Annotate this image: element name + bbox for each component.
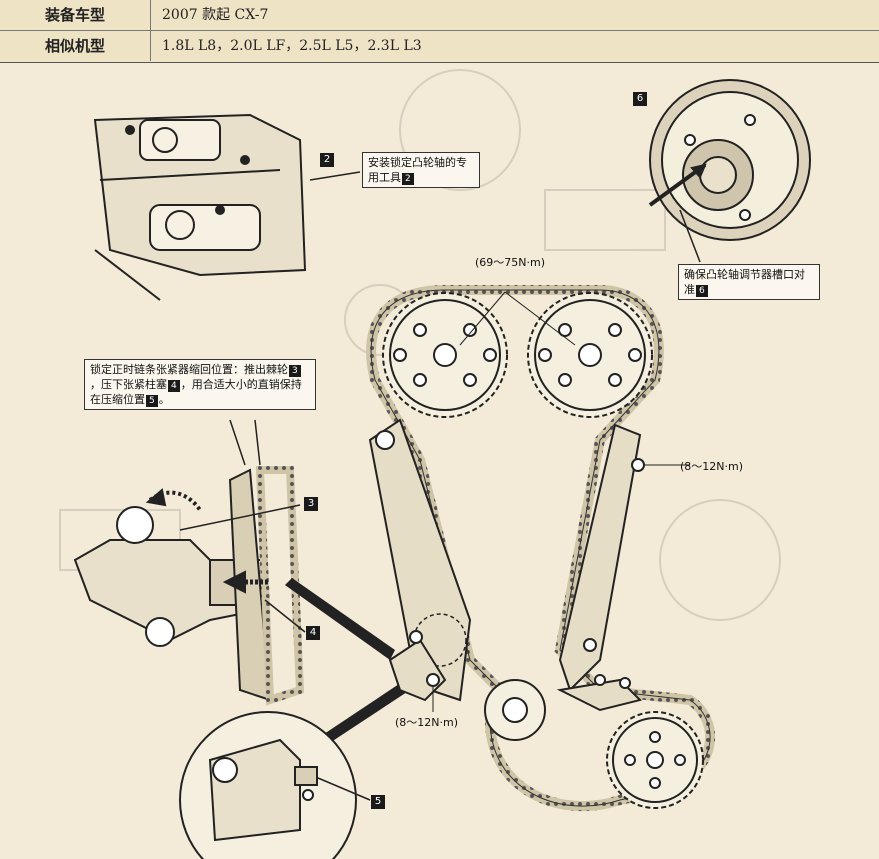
callout-number-4: 4 <box>306 626 320 640</box>
header-table: 装备车型 2007 款起 CX-7 相似机型 1.8L L8，2.0L LF，2… <box>0 0 879 63</box>
cam-sprocket-left <box>382 292 508 418</box>
torque-leader-sprocket-2 <box>504 291 576 346</box>
leader-line-top <box>229 419 246 466</box>
pointer-arrow-upper <box>285 578 395 660</box>
bolt-guide-left <box>426 673 440 687</box>
leader-line-top2 <box>254 419 261 466</box>
callout-tensioner-text-1: 锁定正时链条张紧器缩回位置：推出棘轮 <box>90 363 288 376</box>
bolt-guide-left-upper <box>409 630 423 644</box>
camshaft-adjuster-illustration <box>648 79 811 263</box>
callout-number-5: 5 <box>371 795 385 809</box>
model-label: 装备车型 <box>0 0 151 30</box>
callout-tensioner-text-4: 。 <box>158 393 170 406</box>
torque-left-guide: (8～12N·m) <box>395 716 459 729</box>
callout-adjuster-slot-badge: 6 <box>696 285 708 297</box>
timing-chain <box>366 285 715 812</box>
model-row: 装备车型 2007 款起 CX-7 <box>0 0 879 31</box>
torque-sprocket: (69～75N·m) <box>475 256 546 269</box>
engine-label: 相似机型 <box>0 31 151 61</box>
engine-value: 1.8L L8，2.0L LF，2.5L L5，2.3L L3 <box>162 38 422 54</box>
pointer-arrow-lower <box>315 680 410 748</box>
callout-tensioner-badge-3: 3 <box>289 365 301 377</box>
callout-tensioner-badge-4: 4 <box>168 380 180 392</box>
callout-number-3: 3 <box>304 497 318 511</box>
callout-number-2: 2 <box>320 153 334 167</box>
camshaft-tool-illustration <box>93 113 307 301</box>
chain-guides <box>368 418 645 712</box>
callout-camshaft-tool-text: 安装锁定凸轮轴的专用工具 <box>368 156 467 184</box>
callout-adjuster-slot-text: 确保凸轮轴调节器槽口对准 <box>684 268 805 296</box>
detail-highlight <box>413 613 467 667</box>
tensioner-pin-detail <box>179 711 357 859</box>
leader-line-3 <box>179 504 301 531</box>
crank-sprocket <box>606 711 704 809</box>
callout-tensioner-badge-5: 5 <box>146 395 158 407</box>
timing-chain-diagram <box>59 69 811 859</box>
leader-line-5 <box>317 777 371 801</box>
leader-line-4 <box>264 599 306 633</box>
callout-tensioner-text-2: ，压下张紧柱塞 <box>90 378 167 391</box>
torque-leader-sprocket <box>459 291 506 346</box>
cam-sprocket-right <box>527 292 653 418</box>
model-value: 2007 款起 CX-7 <box>162 7 269 23</box>
callout-tensioner-text-3: ，用合适大小的直销保持在压缩位置 <box>90 378 302 406</box>
engine-row: 相似机型 1.8L L8，2.0L LF，2.5L L5，2.3L L3 <box>0 31 879 61</box>
idler-sprocket <box>484 679 546 741</box>
tensioner-illustration <box>73 466 305 706</box>
callout-camshaft-tool-badge: 2 <box>402 173 414 185</box>
torque-right-guide: (8～12N·m) <box>680 460 744 473</box>
leader-line-2 <box>309 171 361 181</box>
callout-number-6: 6 <box>633 92 647 106</box>
